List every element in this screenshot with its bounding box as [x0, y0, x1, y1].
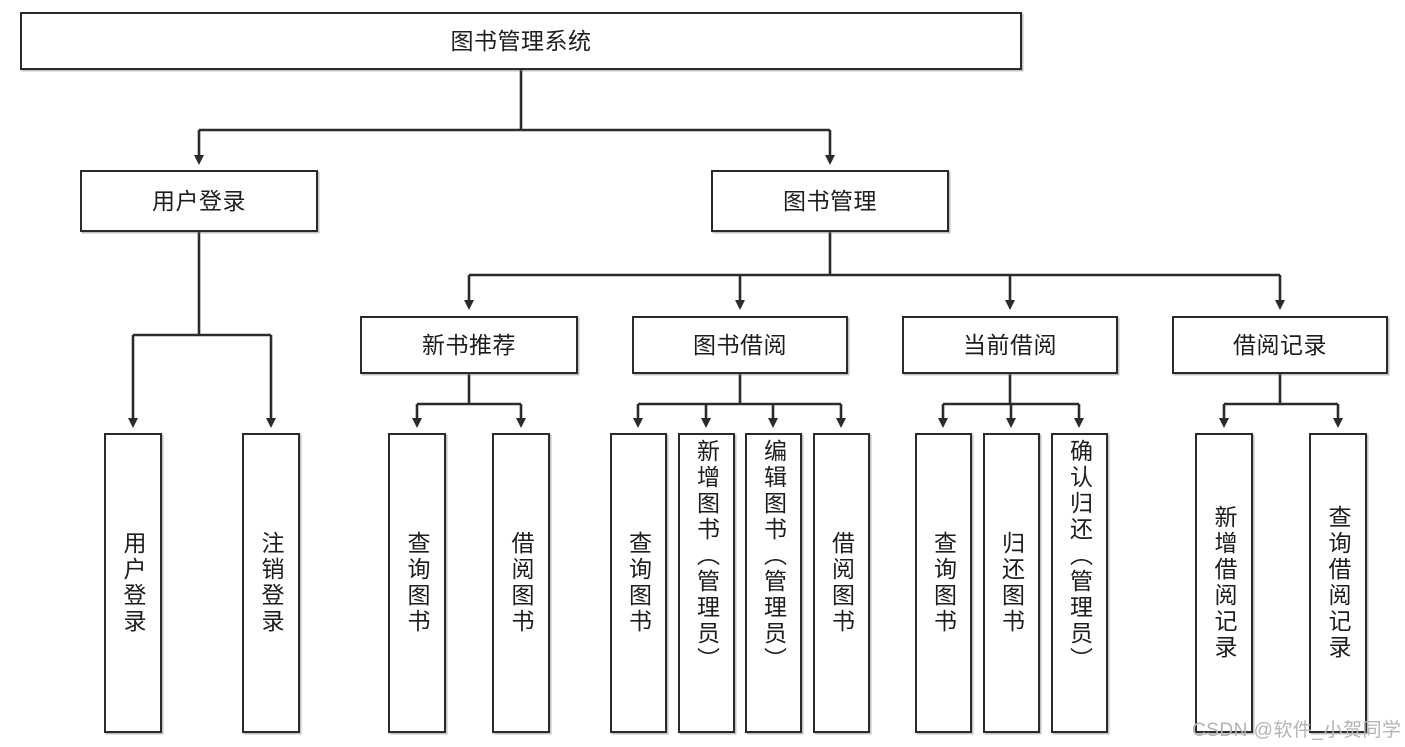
node-book-borrow[interactable]: 图书借阅	[632, 316, 848, 374]
node-label: 查询图书	[930, 531, 957, 635]
node-label: 新增借阅记录	[1211, 505, 1238, 661]
node-label: 借阅图书	[828, 531, 855, 635]
node-label: 新书推荐	[422, 331, 516, 358]
node-user-login[interactable]: 用户登录	[80, 170, 318, 232]
leaf-current-borrow-query-book[interactable]: 查询图书	[915, 433, 972, 733]
leaf-current-borrow-return-book[interactable]: 归还图书	[983, 433, 1040, 733]
node-label: 图书管理	[783, 187, 877, 214]
node-current-borrow[interactable]: 当前借阅	[902, 316, 1118, 374]
node-new-book-recommend[interactable]: 新书推荐	[360, 316, 578, 374]
node-label: 注销登录	[258, 531, 285, 635]
node-label: 查询图书	[625, 531, 652, 635]
leaf-user-login-logout[interactable]: 注销登录	[242, 433, 300, 733]
node-label: 确认归还（管理员）	[1066, 439, 1093, 673]
node-root-library-system[interactable]: 图书管理系统	[20, 12, 1022, 70]
node-label: 用户登录	[152, 187, 246, 214]
leaf-current-borrow-confirm-return-admin[interactable]: 确认归还（管理员）	[1051, 433, 1108, 733]
node-borrow-record[interactable]: 借阅记录	[1172, 316, 1388, 374]
node-label: 查询图书	[404, 531, 431, 635]
leaf-borrow-record-add-record[interactable]: 新增借阅记录	[1195, 433, 1253, 733]
leaf-borrow-record-query-record[interactable]: 查询借阅记录	[1309, 433, 1367, 733]
node-book-management[interactable]: 图书管理	[711, 170, 949, 232]
node-label: 用户登录	[120, 531, 147, 635]
node-label: 查询借阅记录	[1325, 505, 1352, 661]
node-label: 借阅图书	[508, 531, 535, 635]
leaf-book-borrow-borrow-book[interactable]: 借阅图书	[813, 433, 870, 733]
leaf-book-borrow-add-book-admin[interactable]: 新增图书（管理员）	[678, 433, 735, 733]
node-label: 编辑图书（管理员）	[760, 439, 787, 673]
leaf-new-book-query-book[interactable]: 查询图书	[388, 433, 446, 733]
node-label: 图书管理系统	[450, 27, 592, 54]
leaf-book-borrow-query-book[interactable]: 查询图书	[610, 433, 667, 733]
node-label: 新增图书（管理员）	[693, 439, 720, 673]
node-label: 图书借阅	[693, 331, 787, 358]
leaf-user-login-login[interactable]: 用户登录	[104, 433, 162, 733]
leaf-new-book-borrow-book[interactable]: 借阅图书	[492, 433, 550, 733]
node-label: 借阅记录	[1233, 331, 1327, 358]
node-label: 当前借阅	[963, 331, 1057, 358]
leaf-book-borrow-edit-book-admin[interactable]: 编辑图书（管理员）	[745, 433, 802, 733]
node-label: 归还图书	[998, 531, 1025, 635]
